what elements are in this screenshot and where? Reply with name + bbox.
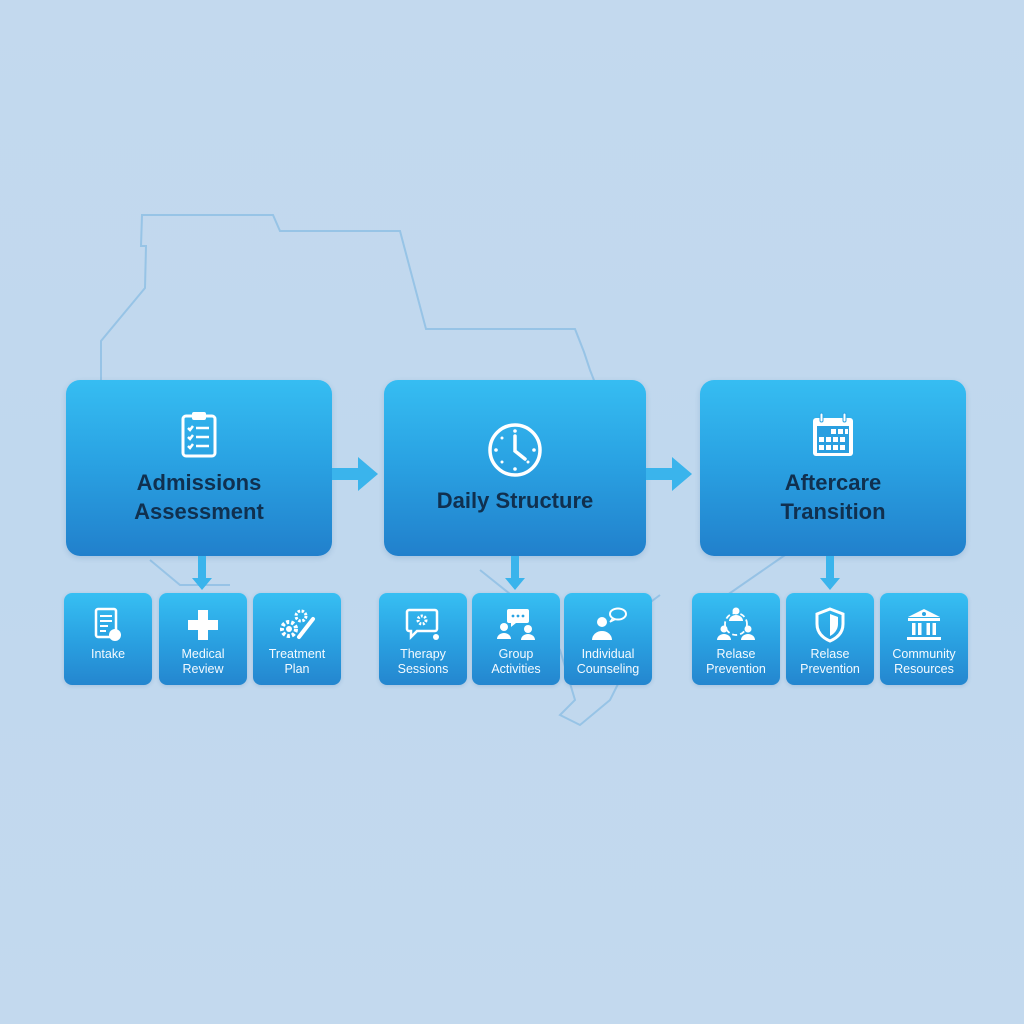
substep-label: Relase Prevention <box>706 647 766 676</box>
medical-cross-icon <box>188 610 218 640</box>
substep-label: Individual Counseling <box>576 647 640 676</box>
arrow-down-icon <box>505 556 525 590</box>
substep-individual-counseling[interactable]: Individual Counseling <box>564 593 652 685</box>
people-circle-icon <box>717 607 755 640</box>
substep-intake[interactable]: Intake <box>64 593 152 685</box>
chat-bubble-gear-icon <box>405 608 439 641</box>
substep-label: Group Activities <box>491 647 541 676</box>
stage-aftercare-transition[interactable]: Aftercare Transition <box>700 380 966 556</box>
stage-title: Admissions Assessment <box>134 470 264 524</box>
substep-label: Medical Review <box>181 647 225 676</box>
stage-title: Aftercare Transition <box>780 470 886 524</box>
clock-icon <box>488 422 542 477</box>
shield-icon <box>815 607 845 643</box>
substep-label: Intake <box>90 647 126 661</box>
arrow-down-icon <box>820 556 840 590</box>
substep-group-activities[interactable]: Group Activities <box>472 593 560 685</box>
substep-medical-review[interactable]: Medical Review <box>159 593 247 685</box>
clipboard-checklist-icon <box>181 412 217 458</box>
substep-label: Therapy Sessions <box>397 647 449 676</box>
document-icon <box>94 607 121 641</box>
gears-pencil-icon <box>280 609 315 639</box>
substep-relapse-prevention-1[interactable]: Relase Prevention <box>692 593 780 685</box>
arrow-down-icon <box>192 556 212 590</box>
substep-therapy-sessions[interactable]: Therapy Sessions <box>379 593 467 685</box>
substep-label: Relase Prevention <box>800 647 860 676</box>
substep-treatment-plan[interactable]: Treatment Plan <box>253 593 341 685</box>
arrow-right-icon <box>332 457 378 491</box>
arrow-right-icon <box>646 457 692 491</box>
person-speech-icon <box>592 607 627 640</box>
stage-title: Daily Structure <box>436 487 594 513</box>
institution-building-icon <box>907 609 941 640</box>
substep-label: Community Resources <box>892 647 956 676</box>
group-chat-icon <box>497 609 535 640</box>
stage-admissions-assessment[interactable]: Admissions Assessment <box>66 380 332 556</box>
calendar-icon <box>813 412 853 456</box>
substep-relapse-prevention-2[interactable]: Relase Prevention <box>786 593 874 685</box>
substep-community-resources[interactable]: Community Resources <box>880 593 968 685</box>
stage-daily-structure[interactable]: Daily Structure <box>384 380 646 556</box>
substep-label: Treatment Plan <box>268 647 326 676</box>
